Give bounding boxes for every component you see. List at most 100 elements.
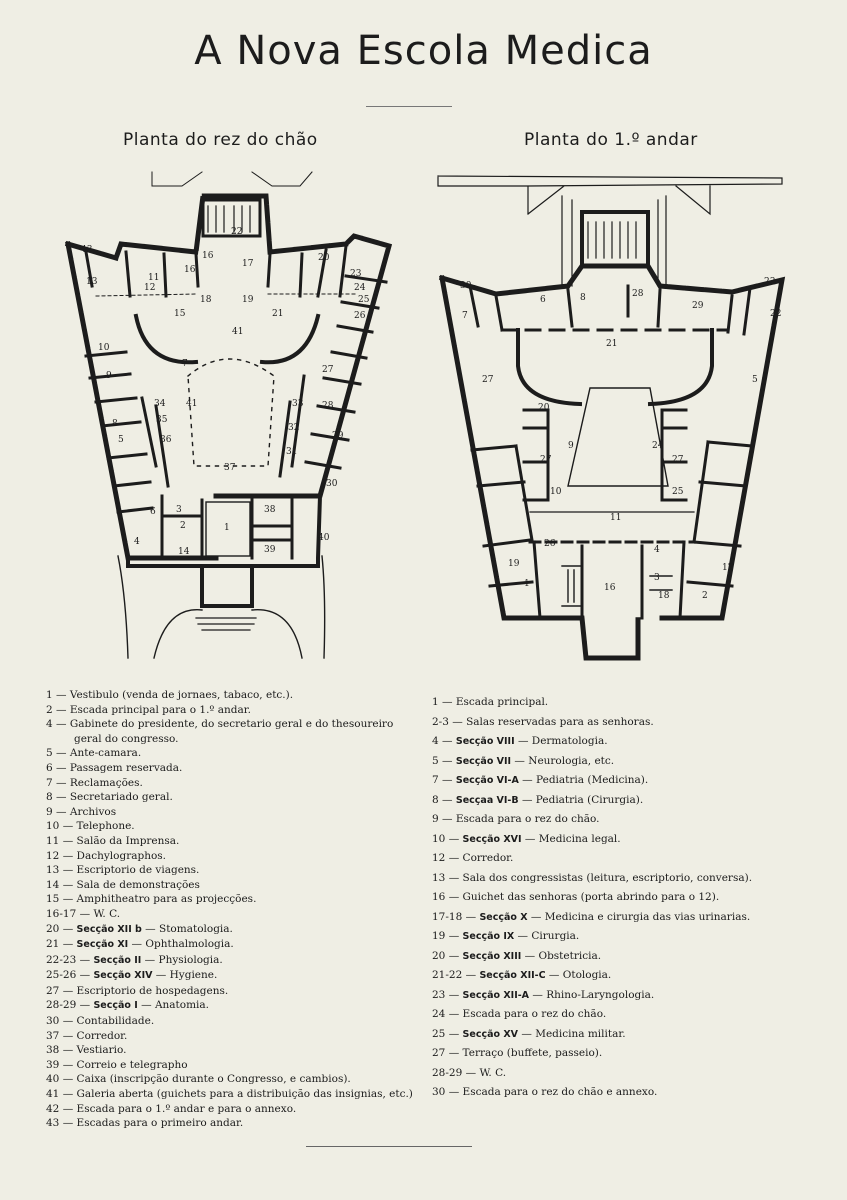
first-room-number: 21	[606, 339, 617, 349]
legend-item: 20 — Secção XII b — Stomatologia.	[46, 922, 426, 938]
legend-text: — Otologia.	[545, 969, 612, 981]
legend-item: 43 — Escadas para o primeiro andar.	[46, 1117, 244, 1130]
legend-item: 38 — Vestiario.	[46, 1044, 127, 1057]
legend-text: 28-29 —	[46, 999, 94, 1012]
section-name: Secção XI	[76, 939, 129, 951]
ground-room-number: 16	[184, 265, 196, 275]
legend-item: 21 — Secção XI — Ophthalmologia.	[46, 937, 426, 953]
legend-text: — Dermatologia.	[514, 735, 608, 747]
legend-item: 4 — Secção VIII — Dermatologia.	[432, 732, 752, 752]
legend-item: 2-3 — Salas reservadas para as senhoras.	[432, 715, 654, 728]
ground-room-number: 38	[264, 505, 276, 515]
section-name: Secção XVI	[462, 833, 522, 845]
ground-room-number: 9	[106, 371, 112, 381]
section-name: Secção XII b	[76, 923, 142, 935]
legend-text: — Medicina legal.	[521, 832, 621, 845]
first-floor-caption: Planta do 1.º andar	[524, 130, 698, 150]
legend-item: 19 — Secção IX — Cirurgia.	[432, 927, 752, 947]
legend-text: — Ophthalmologia.	[128, 938, 234, 951]
legend-text: — Cirurgia.	[514, 930, 580, 942]
legend-item: 30 — Contabilidade.	[46, 1015, 155, 1028]
first-room-number: 28	[632, 289, 644, 299]
legend-item: 25-26 — Secção XIV — Hygiene.	[46, 968, 426, 984]
legend-item: 14 — Sala de demonstrações	[46, 878, 200, 891]
ground-room-number: 16	[202, 251, 214, 261]
section-name: Secção XV	[462, 1028, 519, 1040]
ground-room-number: 6	[150, 507, 156, 517]
ground-floor-legend: 1 — Vestibulo (venda de jornaes, tabaco,…	[46, 688, 426, 1131]
bottom-divider	[306, 1146, 472, 1147]
first-room-number: 3	[654, 573, 660, 583]
legend-item: 30 — Escada para o rez do chão e annexo.	[432, 1086, 658, 1098]
first-room-number: 6	[540, 295, 546, 305]
ground-room-number: 20	[318, 253, 330, 263]
first-room-number: 4	[654, 545, 660, 555]
ground-room-number: 17	[242, 259, 254, 269]
first-room-number: 29	[692, 301, 704, 311]
legend-item: 39 — Correio e telegrapho	[46, 1058, 188, 1071]
ground-room-number: 28	[322, 401, 334, 411]
legend-item: 6 — Passagem reservada.	[46, 761, 183, 774]
legend-item: 41 — Galeria aberta (guichets para a dis…	[46, 1088, 413, 1101]
first-room-number: 24	[652, 441, 664, 451]
legend-text: — Pediatria (Cirurgia).	[518, 793, 644, 806]
legend-item: 1 — Escada principal.	[432, 696, 549, 708]
legend-text: — Medicina militar.	[518, 1027, 626, 1040]
section-name: Secção VIII	[455, 736, 515, 747]
legend-text: 8 —	[432, 793, 456, 806]
ground-room-number: 1	[224, 523, 230, 533]
first-room-number: 18	[658, 591, 670, 601]
section-name: Secção XIII	[462, 950, 522, 962]
legend-item: 8 — Secçaa VI-B — Pediatria (Cirurgia).	[432, 791, 752, 811]
legend-item: 27 — Escriptorio de hospedagens.	[46, 984, 229, 997]
title-divider	[366, 106, 452, 107]
ground-room-number: 10	[98, 343, 110, 353]
legend-item: 37 — Corredor.	[46, 1029, 128, 1042]
legend-item: 9 — Archivos	[46, 805, 117, 818]
ground-room-number: 41	[232, 327, 243, 337]
ground-room-number: 31	[286, 447, 297, 457]
legend-item: 13 — Escriptorio de viagens.	[46, 864, 200, 877]
ground-room-number: 37	[224, 463, 236, 473]
first-room-number: 19	[508, 559, 520, 569]
section-name: Secção II	[93, 954, 142, 966]
legend-text: 21 —	[46, 938, 77, 951]
legend-text: 5 —	[432, 754, 456, 767]
legend-text: — Hygiene.	[152, 969, 218, 982]
legend-item: 25 — Secção XV — Medicina militar.	[432, 1025, 752, 1045]
legend-item: 24 — Escada para o rez do chão.	[432, 1008, 607, 1020]
ground-room-number: 13	[86, 277, 98, 287]
ground-room-number: 7	[182, 359, 188, 369]
ground-room-number: 21	[272, 309, 283, 319]
first-room-number: 30	[460, 281, 472, 291]
legend-text: — Medicina e cirurgia das vias urinarias…	[527, 910, 751, 923]
legend-item: 10 — Telephone.	[46, 820, 135, 833]
ground-room-number: 36	[160, 435, 172, 445]
legend-text: 25-26 —	[46, 969, 94, 982]
section-name: Secção X	[479, 911, 528, 923]
first-room-number: 1	[524, 579, 530, 589]
section-name: Secção XII-C	[479, 970, 546, 981]
legend-item: 20 — Secção XIII — Obstetricia.	[432, 947, 752, 967]
legend-item: 42 — Escada para o 1.º andar e para o an…	[46, 1102, 297, 1115]
legend-text: 20 —	[432, 949, 463, 962]
legend-item: 22-23 — Secção II — Physiologia.	[46, 953, 426, 969]
ground-room-number: 15	[174, 309, 186, 319]
legend-item: 11 — Salão da Imprensa.	[46, 834, 180, 847]
first-room-number: 26	[544, 539, 556, 549]
section-name: Secção VII	[455, 755, 512, 767]
ground-room-number: 22	[231, 227, 242, 237]
ground-room-number: 32	[288, 423, 299, 433]
legend-item: 8 — Secretariado geral.	[46, 791, 173, 804]
legend-item: 16-17 — W. C.	[46, 907, 121, 920]
page-title: A Nova Escola Medica	[194, 28, 653, 74]
legend-item: 28-29 — W. C.	[432, 1066, 507, 1079]
first-room-number: 5	[752, 375, 758, 385]
first-room-number: 10	[550, 487, 562, 497]
legend-text: — Physiologia.	[141, 953, 223, 966]
legend-item: 17-18 — Secção X — Medicina e cirurgia d…	[432, 908, 752, 928]
legend-item: 28-29 — Secção I — Anatomia.	[46, 998, 426, 1014]
first-room-number: 25	[672, 487, 684, 497]
ground-room-number: 27	[322, 365, 334, 375]
